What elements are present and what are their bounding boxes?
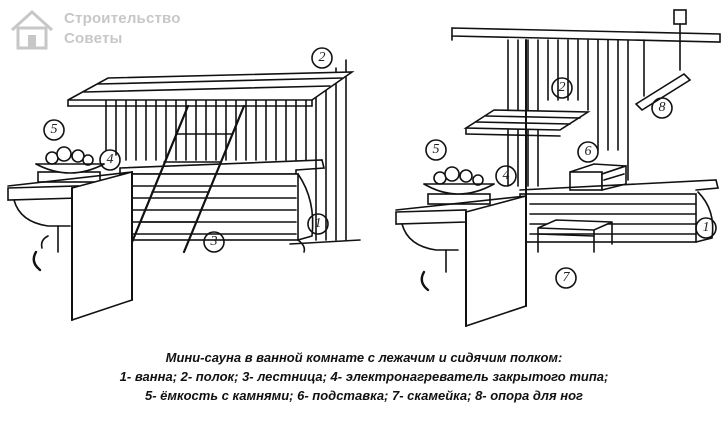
left-upper-shelf bbox=[67, 71, 355, 107]
left-marker-2: 2 bbox=[318, 50, 326, 65]
watermark-line2: Советы bbox=[64, 30, 123, 47]
caption-legend-line1: 1- ванна; 2- полок; 3- лестница; 4- элек… bbox=[119, 369, 609, 384]
right-bathtub bbox=[519, 179, 720, 243]
left-heater bbox=[35, 146, 105, 183]
right-marker-5: 5 bbox=[432, 142, 440, 157]
right-ceiling-rail bbox=[451, 27, 721, 43]
marker-circles bbox=[43, 47, 717, 289]
right-heater bbox=[423, 166, 495, 205]
right-foot-support bbox=[634, 9, 692, 112]
left-marker-3: 3 bbox=[210, 234, 218, 249]
right-bench bbox=[537, 219, 613, 253]
right-marker-7: 7 bbox=[562, 270, 570, 285]
right-front-partition bbox=[395, 39, 527, 328]
right-marker-8: 8 bbox=[658, 100, 666, 115]
right-stand bbox=[569, 163, 627, 192]
caption-title: Мини-сауна в ванной комнате с лежачим и … bbox=[165, 350, 563, 365]
house-logo-icon bbox=[10, 9, 54, 50]
caption-legend-line2: 5- ёмкость с камнями; 6- подставка; 7- с… bbox=[145, 388, 583, 403]
left-marker-1: 1 bbox=[314, 216, 322, 231]
right-marker-2: 2 bbox=[558, 80, 566, 95]
left-wall-panels bbox=[105, 59, 347, 241]
right-marker-1: 1 bbox=[702, 220, 710, 235]
left-ladder bbox=[126, 104, 246, 254]
left-front-partition bbox=[7, 170, 133, 322]
right-marker-4: 4 bbox=[502, 168, 510, 183]
left-sink bbox=[7, 185, 79, 272]
right-sink bbox=[395, 209, 467, 292]
watermark-logo: Строительство Советы bbox=[8, 8, 180, 52]
left-marker-4: 4 bbox=[106, 152, 114, 167]
figure-caption: Мини-сауна в ванной комнате с лежачим и … bbox=[0, 348, 728, 405]
left-marker-5: 5 bbox=[50, 122, 58, 137]
right-marker-6: 6 bbox=[584, 144, 592, 159]
watermark-line1: Строительство bbox=[64, 10, 181, 27]
